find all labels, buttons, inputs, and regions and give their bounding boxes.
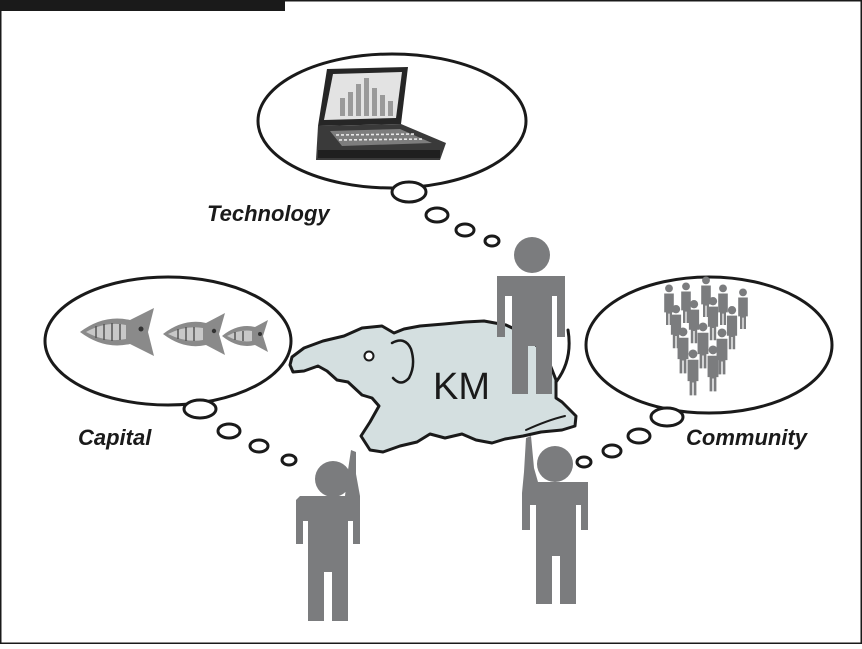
community-label: Community <box>686 425 807 450</box>
km-label: KM <box>433 366 490 408</box>
person-figure-technology <box>497 237 571 394</box>
technology-label: Technology <box>207 201 330 226</box>
capital-label: Capital <box>78 425 152 450</box>
fish-chain-icon <box>80 308 268 356</box>
capital-thought-bubble <box>43 275 298 467</box>
elephant-icon <box>288 319 578 454</box>
header-bar <box>0 0 285 11</box>
person-figure-capital <box>296 450 360 621</box>
laptop-with-chart-icon <box>316 67 446 160</box>
community-thought-bubble <box>575 275 834 469</box>
person-figure-community <box>522 436 588 604</box>
